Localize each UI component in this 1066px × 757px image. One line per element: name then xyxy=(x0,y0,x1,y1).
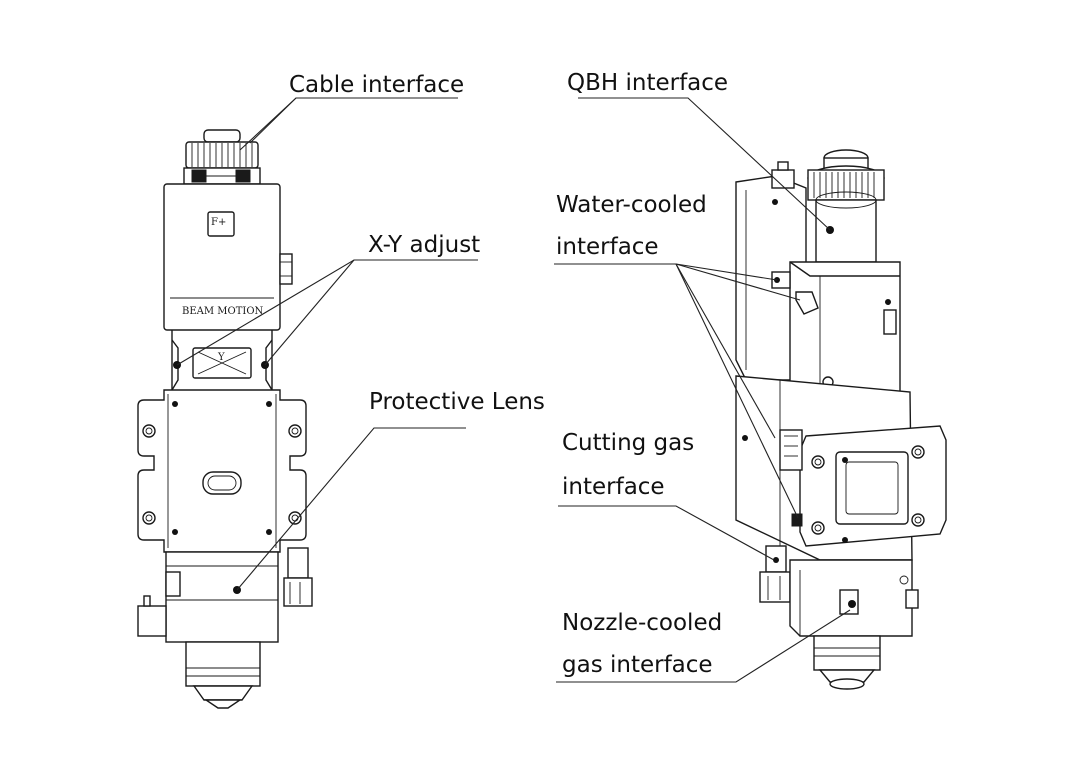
label-cutting-gas-line1: Cutting gas xyxy=(562,430,695,456)
leader-cable-interface xyxy=(249,97,458,144)
front-view-cutting-head: F+ BEAM MOTION Y xyxy=(137,129,313,709)
label-water-cooled-line2: interface xyxy=(556,234,659,260)
front-gas-fitting xyxy=(283,547,313,607)
front-nozzle xyxy=(185,641,261,709)
iso-lower-body xyxy=(789,559,919,637)
brand-text: BEAM MOTION xyxy=(182,306,264,317)
label-qbh-interface: QBH interface xyxy=(567,70,729,96)
adjust-plate-letter: Y xyxy=(217,352,225,363)
qbh-connector xyxy=(807,149,885,263)
upper-cube xyxy=(771,261,901,411)
label-cable-interface: Cable interface xyxy=(289,72,465,98)
iso-nozzle xyxy=(813,635,881,690)
cable-connector xyxy=(183,129,261,185)
lower-body xyxy=(137,551,279,643)
label-water-cooled-line1: Water-cooled xyxy=(556,192,707,218)
leader-nozzle-cooled xyxy=(556,609,851,683)
upper-housing: F+ BEAM MOTION xyxy=(163,183,293,331)
xy-adjust-section: Y xyxy=(171,330,273,391)
label-nozzle-cooled-line1: Nozzle-cooled xyxy=(562,610,723,636)
leader-qbh-interface xyxy=(578,97,831,231)
leader-cutting-gas xyxy=(558,505,775,561)
main-body xyxy=(137,389,307,553)
isometric-view-cutting-head xyxy=(735,149,947,690)
label-nozzle-cooled-line2: gas interface xyxy=(562,652,713,678)
iso-main-body xyxy=(735,375,947,561)
panel-badge: F+ xyxy=(211,217,226,228)
iso-cutting-gas-fitting xyxy=(759,545,791,603)
label-cutting-gas-line2: interface xyxy=(562,474,665,500)
label-protective-lens: Protective Lens xyxy=(369,389,545,415)
label-xy-adjust: X-Y adjust xyxy=(368,232,481,258)
leader-lines xyxy=(176,97,851,683)
leader-protective-lens xyxy=(236,427,466,591)
